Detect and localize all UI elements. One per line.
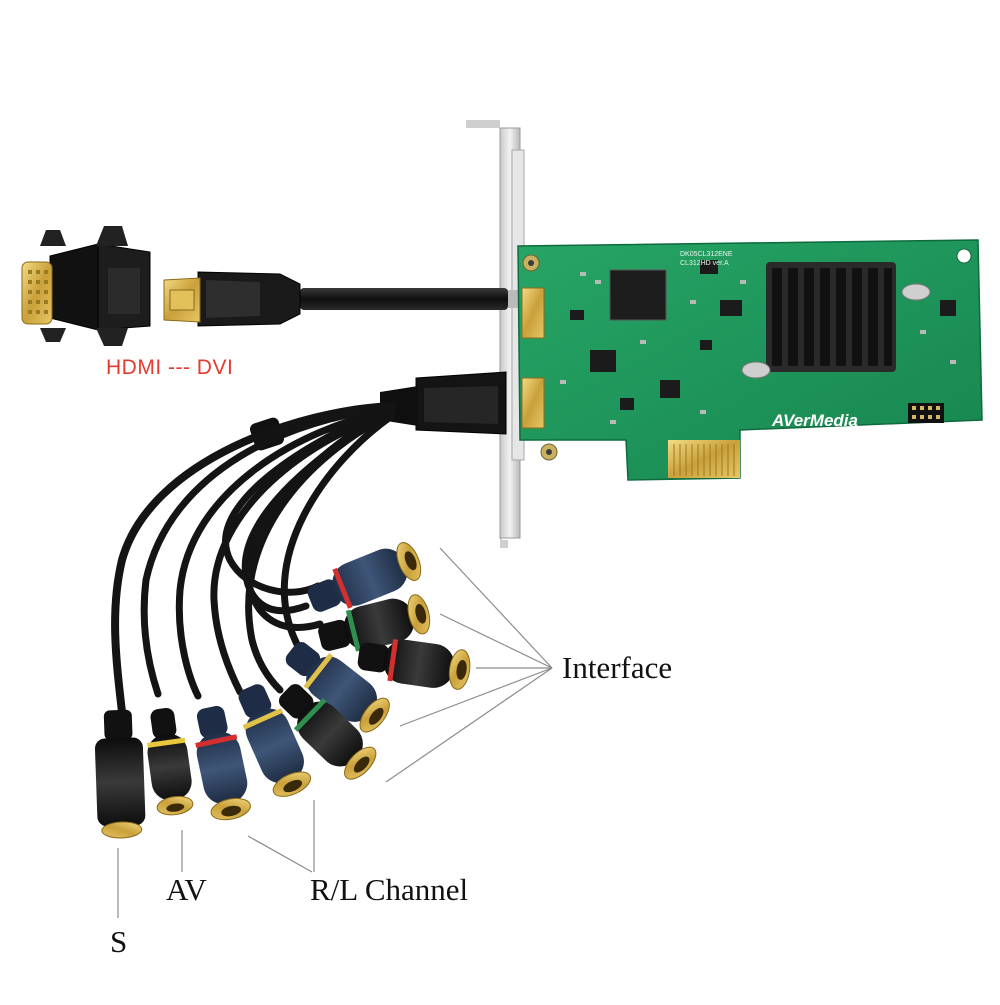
pci-bracket: [466, 120, 525, 548]
av-label: AV: [166, 872, 207, 907]
interface-label: Interface: [562, 650, 673, 685]
s-video-connector: [94, 709, 146, 839]
hdmi-dvi-label: HDMI --- DVI: [106, 356, 234, 379]
brand-logo: AVerMedia: [771, 411, 858, 430]
breakout-cable: [111, 371, 507, 716]
card-model-line1: DK05CL312ENE: [680, 251, 733, 258]
rca-jack-l: [195, 705, 251, 821]
rl-channel-label: R/L Channel: [310, 872, 469, 907]
rca-jack-2: [318, 594, 431, 652]
channel-leader-lines: [117, 800, 315, 918]
rca-jack-5: [278, 684, 377, 780]
s-label: S: [110, 924, 128, 959]
rca-jack-av: [147, 707, 194, 816]
card-model-line2: CL312HD ver.A: [680, 260, 729, 267]
interface-leader-lines: [385, 547, 553, 783]
rca-jack-1: [307, 542, 422, 612]
dvi-adapter: [21, 226, 151, 346]
hdmi-cable: [163, 271, 508, 327]
rca-jack-4: [285, 642, 390, 733]
rca-jack-3: [357, 639, 471, 690]
capture-card-pcb: DK05CL312ENE CL312HD ver.A AVerMedia: [517, 239, 983, 481]
rca-jack-r: [238, 684, 312, 797]
